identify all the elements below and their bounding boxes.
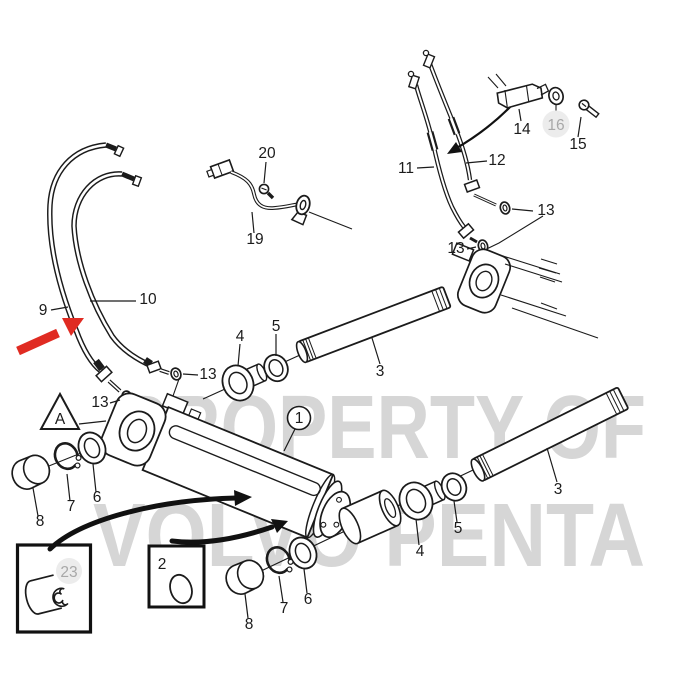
part-labels: 20 19 14 16 15 11 12 13 13 9 10 13 13 4 … bbox=[36, 117, 587, 633]
o-ring-13-hose10 bbox=[170, 367, 182, 381]
part-label-16: 16 bbox=[547, 117, 564, 134]
part-label-3-lower: 3 bbox=[554, 481, 563, 498]
snap-ring-7-right bbox=[265, 546, 294, 575]
bushing-4-upper bbox=[221, 363, 268, 402]
o-ring-13-cable12 bbox=[499, 201, 511, 215]
part-label-8-right: 8 bbox=[245, 616, 254, 633]
part-label-9: 9 bbox=[39, 302, 48, 319]
part-label-6-left: 6 bbox=[93, 489, 102, 506]
screw-20 bbox=[258, 183, 275, 200]
part-label-15: 15 bbox=[569, 136, 586, 153]
bushing-4-lower bbox=[398, 480, 446, 521]
part-label-5-lower: 5 bbox=[454, 520, 463, 537]
o-ring-2 bbox=[169, 573, 193, 605]
label-leaders bbox=[32, 108, 582, 619]
tube-3-upper bbox=[295, 286, 452, 364]
inset-box-23 bbox=[15, 543, 93, 634]
part-label-4-lower: 4 bbox=[416, 543, 425, 560]
sleeve-23 bbox=[24, 574, 69, 615]
tube-3-lower bbox=[470, 387, 629, 482]
part-label-10: 10 bbox=[139, 291, 157, 308]
ring-5-upper bbox=[263, 353, 289, 383]
part-label-8-left: 8 bbox=[36, 513, 45, 530]
inset-box-2 bbox=[147, 544, 206, 609]
hose-9 bbox=[47, 142, 125, 393]
red-pointer-arrow bbox=[16, 318, 84, 356]
part-label-20: 20 bbox=[258, 145, 276, 162]
muted-halo-16 bbox=[542, 110, 570, 138]
inset-pointer-arrows bbox=[47, 490, 288, 552]
detail-marker-a: A bbox=[55, 411, 66, 428]
part-label-2: 2 bbox=[158, 556, 167, 573]
muted-halo-23 bbox=[56, 558, 82, 584]
part-label-23: 23 bbox=[60, 564, 77, 581]
ring-5-lower bbox=[440, 472, 468, 502]
cap-8-right bbox=[225, 559, 265, 595]
sensor-cable-19 bbox=[206, 158, 311, 226]
assembly-badge-1 bbox=[283, 405, 312, 452]
cable-12 bbox=[422, 49, 497, 207]
rod-spacer-bushing bbox=[338, 489, 402, 545]
part-label-3-upper: 3 bbox=[376, 363, 385, 380]
part-label-14: 14 bbox=[513, 121, 531, 138]
part-label-19: 19 bbox=[246, 231, 263, 248]
part-label-4-upper: 4 bbox=[236, 328, 245, 345]
cable-11 bbox=[407, 70, 478, 244]
part-label-13a: 13 bbox=[537, 202, 554, 219]
part-label-13c: 13 bbox=[199, 366, 216, 383]
part-label-13d: 13 bbox=[91, 394, 108, 411]
cap-8-left bbox=[11, 454, 51, 490]
ring-6-left bbox=[77, 431, 107, 465]
part-label-6-right: 6 bbox=[304, 591, 313, 608]
detail-triangle-a bbox=[39, 391, 107, 430]
bracket-14 bbox=[487, 73, 550, 109]
part-label-5-upper: 5 bbox=[272, 318, 281, 335]
washer-16 bbox=[548, 86, 564, 106]
screw-15 bbox=[578, 99, 600, 119]
part-label-11: 11 bbox=[398, 160, 414, 177]
part-label-12: 12 bbox=[488, 152, 505, 169]
snap-ring-7-left bbox=[53, 442, 82, 471]
part-label-7-right: 7 bbox=[280, 600, 289, 617]
ring-6-right bbox=[288, 536, 318, 570]
part-label-1: 1 bbox=[295, 410, 304, 427]
ghost-cylinder bbox=[451, 242, 599, 339]
bracket-position-arrow bbox=[447, 103, 514, 154]
part-label-13b: 13 bbox=[447, 240, 464, 257]
sensor-bracket bbox=[290, 194, 311, 226]
hose-10 bbox=[71, 171, 170, 375]
part-label-7-left: 7 bbox=[67, 498, 76, 515]
